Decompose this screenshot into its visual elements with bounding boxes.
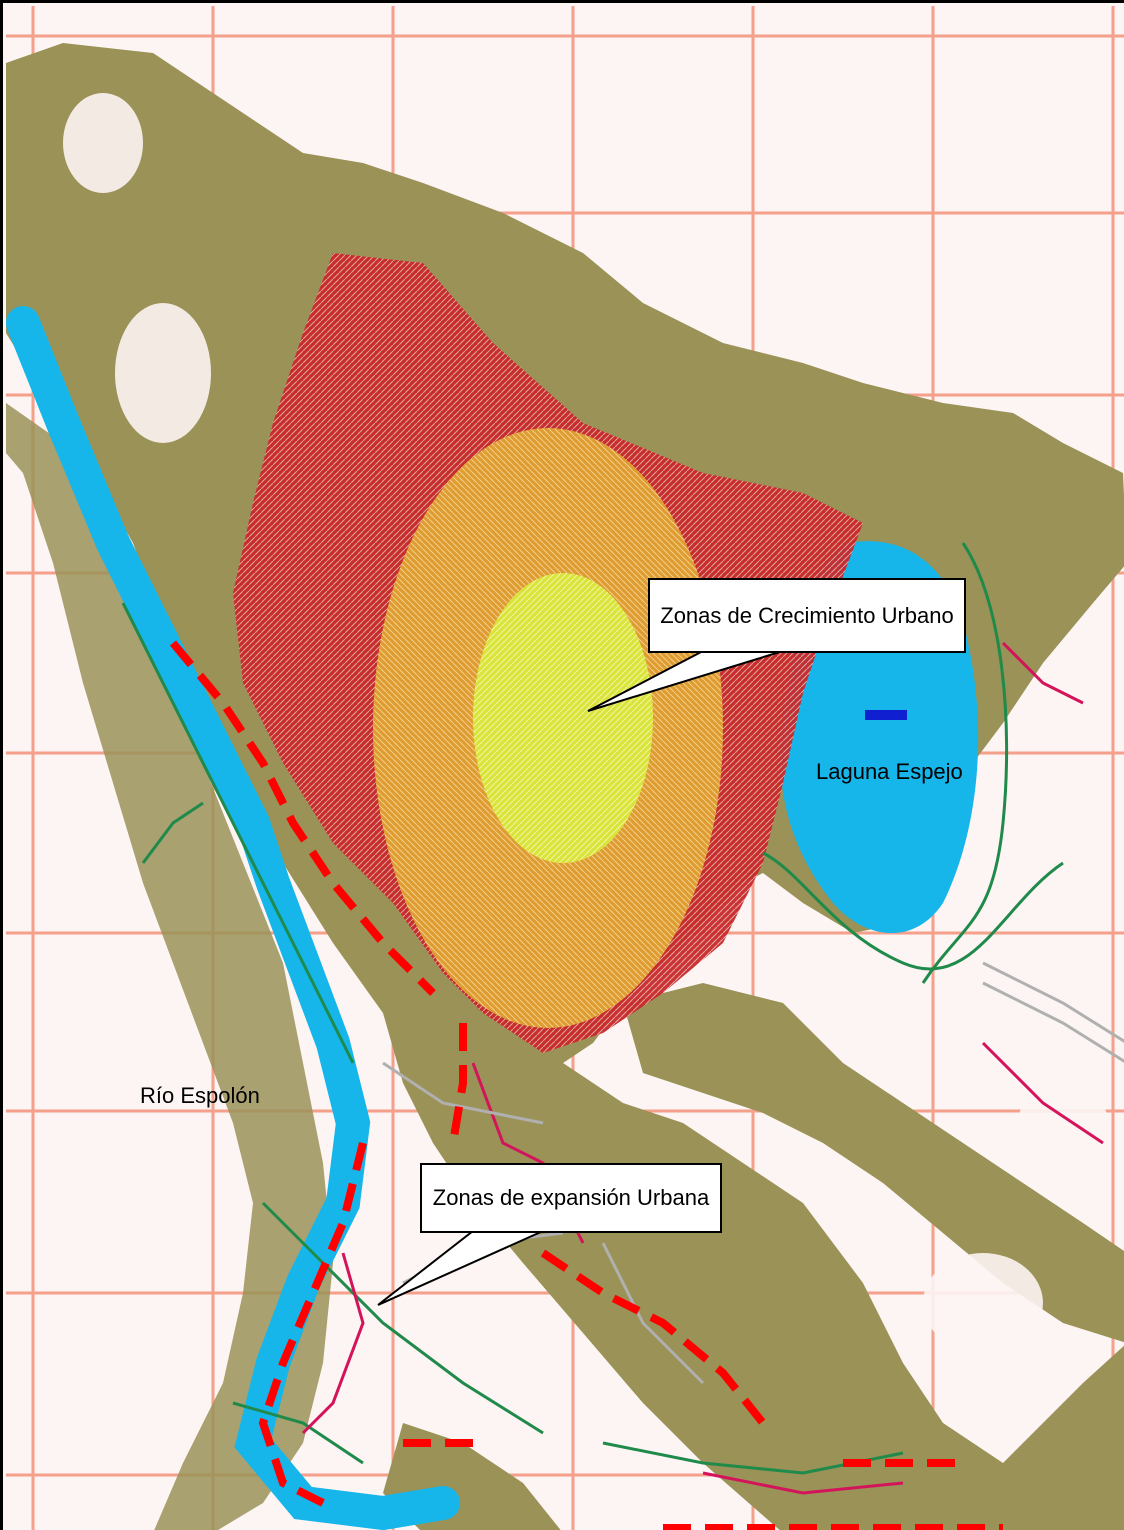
red-dashed-roads: [169, 640, 1003, 1530]
growth-zone-core: [473, 573, 653, 863]
callout-expansion-zones: Zonas de expansión Urbana: [420, 1163, 722, 1233]
terrain-detail: [63, 93, 1108, 1353]
lagoon-marker: [865, 710, 907, 720]
urban-zoning-map: [6, 6, 1124, 1530]
label-river: Río Espolón: [140, 1083, 260, 1108]
river: [6, 306, 460, 1530]
callout-growth-zones: Zonas de Crecimiento Urbano: [648, 578, 966, 653]
callout-expansion-text: Zonas de expansión Urbana: [432, 1185, 710, 1210]
callout-growth-text: Zonas de Crecimiento Urbano: [660, 602, 954, 628]
label-lagoon: Laguna Espejo: [816, 759, 963, 784]
